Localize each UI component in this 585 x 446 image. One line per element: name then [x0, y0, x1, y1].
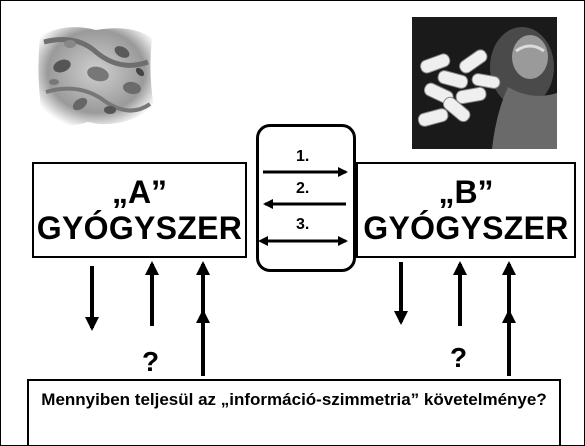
- communication-channel-box: [256, 124, 356, 272]
- drug-b-label: GYÓGYSZER: [363, 210, 569, 246]
- pills-and-sleeping-man-image: [412, 17, 557, 149]
- drug-a-letter: „A”: [111, 174, 168, 210]
- question-mark-b: ?: [450, 342, 468, 373]
- drug-b-box: „B” GYÓGYSZER: [356, 162, 576, 258]
- question-box: Mennyiben teljesül az „információ-szimme…: [27, 379, 561, 445]
- drug-a-label: GYÓGYSZER: [36, 210, 243, 246]
- question-mark-a: ?: [142, 346, 160, 377]
- channel-2-label: 2.: [296, 180, 310, 197]
- blood-cells-image: [36, 22, 156, 132]
- channel-3-label: 3.: [296, 216, 310, 233]
- drug-b-letter: „B”: [438, 174, 494, 210]
- channel-1-label: 1.: [296, 148, 310, 165]
- drug-a-box: „A” GYÓGYSZER: [32, 162, 247, 258]
